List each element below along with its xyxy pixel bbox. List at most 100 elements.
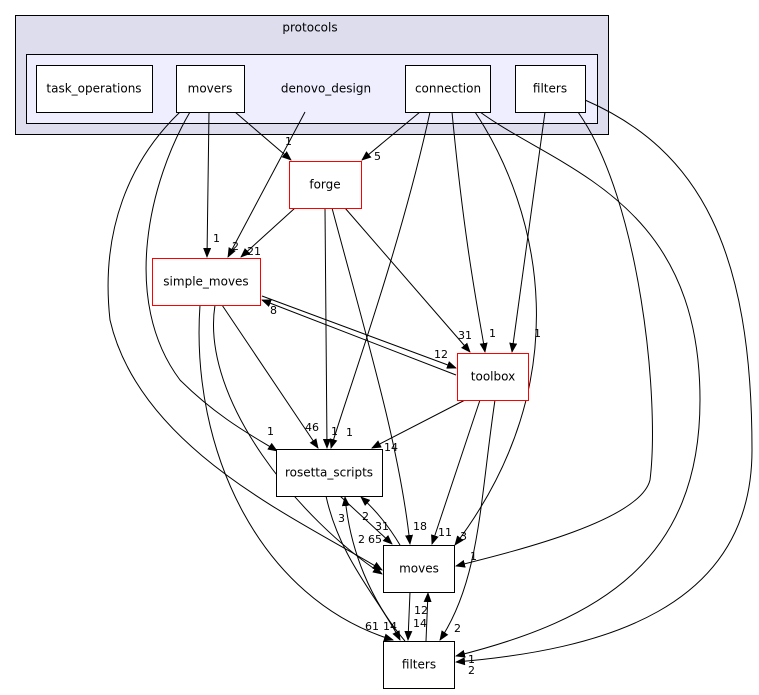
node-filters-top-label: filters: [533, 82, 567, 96]
edge-label[interactable]: 31: [458, 329, 472, 342]
edge-label[interactable]: 14: [384, 441, 398, 454]
edge-label[interactable]: 1: [534, 327, 541, 340]
node-rosetta-scripts-label: rosetta_scripts: [285, 466, 373, 480]
edge-toolbox-to-rosetta_scripts[interactable]: [371, 399, 466, 449]
edge-label[interactable]: 1: [346, 426, 353, 439]
node-forge-label: forge: [309, 178, 340, 192]
edge-label[interactable]: 3: [460, 530, 467, 543]
edge-label[interactable]: 2: [468, 664, 475, 677]
edge-label[interactable]: 12: [414, 604, 428, 617]
edge-simple_moves-to-rosetta_scripts[interactable]: [221, 304, 319, 449]
edge-connection-to-filters[interactable]: [455, 111, 701, 658]
edge-label[interactable]: 8: [270, 304, 277, 317]
edge-line: [361, 111, 421, 161]
edge-filters-to-moves[interactable]: [423, 592, 432, 642]
edge-label[interactable]: 21: [247, 245, 261, 258]
edge-label[interactable]: 2: [362, 510, 369, 523]
edge-label[interactable]: 1: [267, 425, 274, 438]
edge-connection-to-toolbox[interactable]: [451, 111, 488, 353]
node-filters-bottom-label: filters: [402, 658, 436, 672]
edge-filters-to-rosetta_scripts[interactable]: [341, 496, 406, 642]
edge-forge-to-moves[interactable]: [331, 207, 414, 545]
edge-label[interactable]: 1: [331, 425, 338, 438]
edge-movers-to-moves[interactable]: [107, 111, 383, 571]
edge-movers-to-forge[interactable]: [234, 111, 292, 161]
edge-simple_moves-to-toolbox[interactable]: [261, 295, 457, 369]
edge-toolbox-to-simple_moves[interactable]: [261, 299, 457, 376]
edge-label[interactable]: 11: [438, 526, 452, 539]
edge-line: [261, 295, 457, 369]
node-task-operations-label: task_operations: [46, 82, 141, 96]
edge-label[interactable]: 46: [305, 421, 319, 434]
node-moves-label: moves: [399, 562, 439, 576]
node-moves[interactable]: moves: [383, 545, 455, 593]
edge-line: [404, 591, 413, 641]
node-rosetta-scripts[interactable]: rosetta_scripts: [276, 449, 383, 497]
edge-line: [329, 111, 431, 449]
edge-label[interactable]: 5: [374, 150, 381, 163]
edge-line: [455, 111, 653, 568]
edge-toolbox-to-moves[interactable]: [431, 399, 481, 545]
edge-toolbox-to-filters[interactable]: [439, 399, 496, 641]
edge-line: [371, 399, 466, 449]
edge-label[interactable]: 1: [213, 232, 220, 245]
node-toolbox[interactable]: toolbox: [457, 353, 529, 401]
edge-label[interactable]: 2: [232, 240, 239, 253]
edge-label[interactable]: 1: [285, 135, 292, 148]
edge-filters-to-toolbox[interactable]: [509, 111, 546, 353]
edge-line: [261, 299, 457, 376]
edge-line: [451, 111, 488, 353]
edge-simple_moves-to-moves[interactable]: [213, 304, 383, 575]
node-filters-top[interactable]: filters: [515, 65, 586, 113]
nodes: task_operations movers connection filter…: [36, 65, 586, 689]
edge-connection-to-moves[interactable]: [454, 111, 537, 546]
edge-label[interactable]: 1: [470, 550, 477, 563]
cluster-protocols-label: protocols: [282, 21, 337, 35]
edge-line: [439, 399, 496, 641]
edge-movers-to-simple_moves[interactable]: [203, 111, 212, 258]
edge-moves-to-rosetta_scripts[interactable]: [360, 496, 401, 546]
edge-rosetta_scripts-to-filters[interactable]: [325, 495, 401, 641]
node-movers[interactable]: movers: [176, 65, 245, 113]
edge-label[interactable]: 1: [489, 327, 496, 340]
edge-label[interactable]: 2: [454, 622, 461, 635]
edge-forge-to-rosetta_scripts[interactable]: [322, 207, 331, 449]
edges: [107, 99, 753, 666]
edge-connection-to-rosetta_scripts[interactable]: [329, 111, 431, 449]
edge-line: [455, 111, 701, 658]
edge-line: [198, 304, 394, 642]
edge-label[interactable]: 3: [338, 512, 345, 525]
edge-line: [341, 496, 406, 642]
node-connection[interactable]: connection: [405, 65, 491, 113]
node-filters-bottom[interactable]: filters: [383, 641, 455, 689]
edge-label[interactable]: 12: [434, 348, 448, 361]
edge-line: [227, 111, 306, 258]
edge-line: [423, 592, 432, 642]
edge-connection-to-forge[interactable]: [361, 111, 421, 161]
edge-label[interactable]: 65: [368, 533, 382, 546]
edge-label[interactable]: 18: [413, 520, 427, 533]
edge-label[interactable]: 2: [358, 533, 365, 546]
edge-label[interactable]: 31: [375, 520, 389, 533]
edge-filters-to-moves[interactable]: [455, 111, 653, 568]
edge-line: [455, 99, 753, 666]
edge-forge-to-toolbox[interactable]: [344, 207, 471, 353]
edge-line: [107, 111, 383, 571]
edge-line: [454, 111, 537, 546]
edge-forge-to-simple_moves[interactable]: [240, 207, 296, 258]
edge-filters-to-filters[interactable]: [455, 99, 753, 666]
node-simple-moves[interactable]: simple_moves: [152, 258, 261, 306]
node-task-operations[interactable]: task_operations: [36, 65, 153, 113]
edge-label[interactable]: 14: [413, 617, 427, 630]
edge-moves-to-filters[interactable]: [404, 591, 413, 641]
edge-line: [240, 207, 296, 258]
edge-denovo_design-to-simple_moves[interactable]: [227, 111, 306, 258]
node-movers-label: movers: [188, 82, 233, 96]
edge-label[interactable]: 61: [365, 620, 379, 633]
node-forge[interactable]: forge: [289, 161, 362, 209]
edge-simple_moves-to-filters[interactable]: [198, 304, 394, 642]
node-simple-moves-label: simple_moves: [163, 275, 248, 289]
edge-label[interactable]: 14: [383, 620, 397, 633]
edge-label[interactable]: 1: [468, 653, 475, 666]
